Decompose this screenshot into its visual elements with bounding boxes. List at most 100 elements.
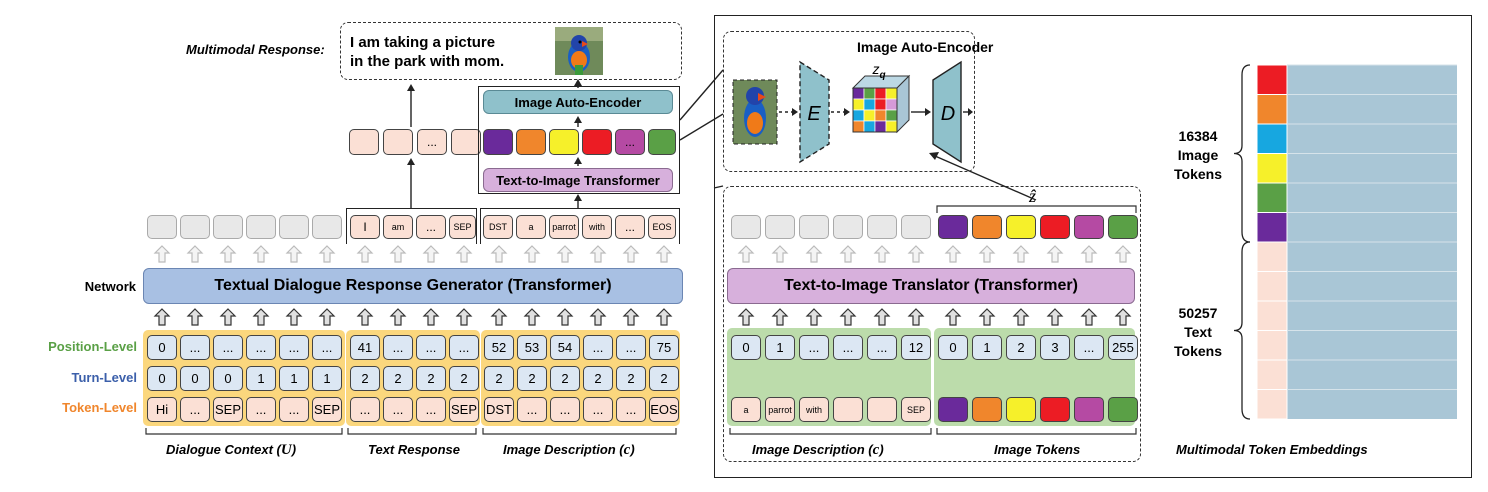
text-token-embedding [1256, 389, 1288, 420]
up-arrow [252, 245, 270, 263]
turn-token: 2 [616, 366, 646, 391]
dialogue-context-label: Dialogue Context (U) [166, 442, 297, 458]
position-token: 0 [147, 335, 177, 360]
up-arrow [805, 308, 823, 326]
up-arrow [356, 245, 374, 263]
input-token: SEP [213, 397, 243, 422]
generated-token: with [582, 215, 612, 239]
output-text-token: ... [417, 129, 447, 155]
context-output-token [279, 215, 309, 239]
up-arrow [978, 245, 996, 263]
up-arrow [523, 308, 541, 326]
image-token-orange [516, 129, 546, 155]
generated-token: ... [615, 215, 645, 239]
up-arrow [318, 245, 336, 263]
translator-box [723, 186, 1141, 462]
desc-input-token [833, 397, 863, 422]
translator-output-token [731, 215, 761, 239]
up-arrow [556, 308, 574, 326]
generated-token: SEP [449, 215, 476, 239]
translator-output-token [833, 215, 863, 239]
img-position-token: ... [1074, 335, 1104, 360]
text-tokens-count: 50257 [1178, 305, 1218, 321]
token-level-label: Token-Level [62, 400, 137, 415]
desc-position-token: ... [867, 335, 897, 360]
image-input-token [938, 397, 968, 422]
up-arrow [389, 308, 407, 326]
zhat-label: ẑ [1029, 186, 1037, 206]
turn-token: 2 [484, 366, 514, 391]
generated-image-token [1074, 215, 1104, 239]
right-brackets [729, 205, 1137, 435]
input-token: ... [246, 397, 276, 422]
up-arrow [771, 308, 789, 326]
up-arrow [873, 245, 891, 263]
up-arrow [944, 308, 962, 326]
position-token: ... [449, 335, 479, 360]
image-token-embedding [1256, 64, 1288, 95]
input-token: ... [517, 397, 547, 422]
left-arrows [153, 79, 673, 326]
text-to-image-translator: Text-to-Image Translator (Transformer) [727, 268, 1135, 304]
turn-token: 2 [449, 366, 479, 391]
input-token: SEP [449, 397, 479, 422]
up-arrow [356, 308, 374, 326]
image-auto-encoder-bar: Image Auto-Encoder [483, 90, 673, 114]
turn-token: 1 [312, 366, 342, 391]
turn-token: 2 [517, 366, 547, 391]
translator-output-token [765, 215, 795, 239]
image-token-embedding [1256, 153, 1288, 184]
image-tokens-label1: Image [1177, 147, 1219, 163]
context-output-token [246, 215, 276, 239]
up-arrow [153, 308, 171, 326]
network-label: Network [84, 279, 136, 294]
position-token: ... [180, 335, 210, 360]
up-arrow [523, 245, 541, 263]
position-token: 52 [484, 335, 514, 360]
input-token: EOS [649, 397, 679, 422]
generated-image-token [938, 215, 968, 239]
desc-input-bg [727, 328, 931, 426]
text-token-embedding [1256, 300, 1288, 331]
up-arrow [589, 245, 607, 263]
img-position-token: 1 [972, 335, 1002, 360]
right-image-description-label: Image Description (c) [752, 442, 884, 458]
turn-token: 2 [583, 366, 613, 391]
position-token: ... [416, 335, 446, 360]
response-text-line1: I am taking a picture [350, 34, 496, 51]
turn-token: 0 [180, 366, 210, 391]
position-token: ... [246, 335, 276, 360]
up-arrow [873, 308, 891, 326]
input-token: ... [383, 397, 413, 422]
output-text-token [383, 129, 413, 155]
brace [1233, 64, 1251, 243]
output-text-token [451, 129, 481, 155]
up-arrow [422, 308, 440, 326]
position-level-label: Position-Level [48, 339, 137, 354]
up-arrow [655, 308, 673, 326]
up-arrow [589, 308, 607, 326]
description-input-bg [481, 330, 680, 426]
up-arrow [805, 245, 823, 263]
up-arrow [737, 245, 755, 263]
up-arrow [318, 308, 336, 326]
image-tokens-label2: Tokens [1174, 166, 1222, 182]
turn-token: 1 [279, 366, 309, 391]
up-arrow [219, 308, 237, 326]
up-arrow [455, 245, 473, 263]
position-token: 75 [649, 335, 679, 360]
desc-position-token: 12 [901, 335, 931, 360]
image-token-embedding [1256, 182, 1288, 213]
generated-token: I [350, 215, 380, 239]
up-arrow [186, 308, 204, 326]
up-arrow [219, 245, 237, 263]
position-token: ... [383, 335, 413, 360]
up-arrow [556, 245, 574, 263]
up-arrow [655, 245, 673, 263]
image-token-embedding [1256, 123, 1288, 154]
up-arrow [1046, 308, 1064, 326]
input-token: ... [350, 397, 380, 422]
image-token-magenta: ... [615, 129, 645, 155]
image-tokens-count: 16384 [1178, 128, 1218, 144]
